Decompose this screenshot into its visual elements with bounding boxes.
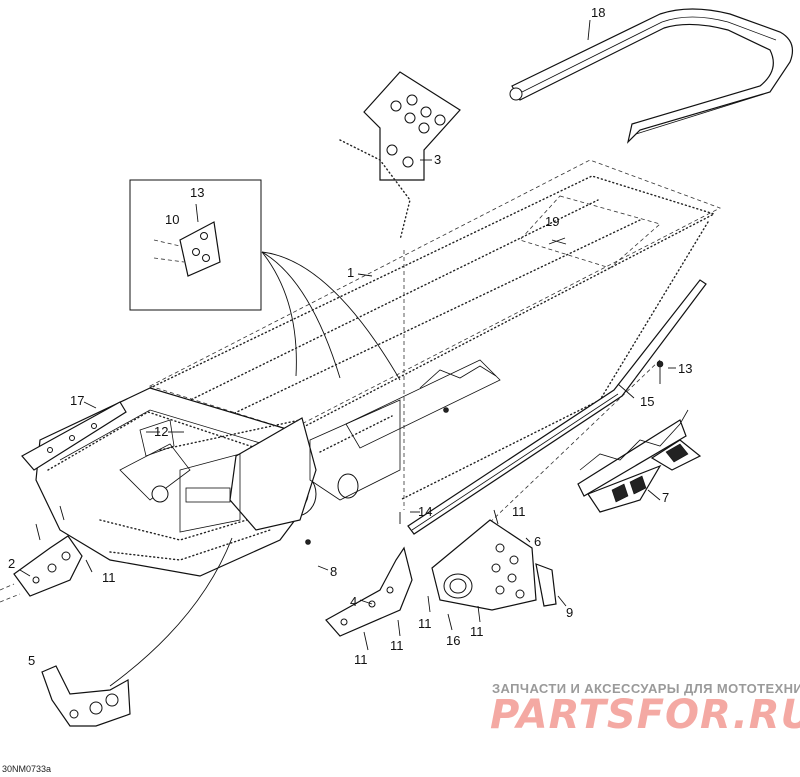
part-18-rear-bumper [509,8,793,144]
part-17-side-rail [21,401,127,471]
part-2-front-bracket [0,535,83,603]
callout-11-d: 11 [470,624,484,639]
callout-11-e: 11 [390,638,404,653]
callout-leaders [83,19,676,571]
callout-11-c: 11 [418,616,432,631]
callout-12: 12 [154,424,168,439]
callout-11-b: 11 [102,570,116,585]
callout-6: 6 [534,534,541,549]
callout-7: 7 [662,490,669,505]
callout-19: 19 [545,214,559,229]
callout-15: 15 [640,394,654,409]
callout-11-a: 11 [512,504,526,519]
callout-17: 17 [70,393,84,408]
front-frame-assembly [35,359,501,577]
callout-3: 3 [434,152,441,167]
callout-8: 8 [330,564,337,579]
callout-5: 5 [28,653,35,668]
part-4-side-bracket [325,546,413,637]
watermark-logo: PARTSFOR.RU [490,692,800,738]
callout-13: 13 [678,361,692,376]
part-7-footrest-grip [577,409,702,513]
inset-detail-box [129,179,401,381]
watermark: ЗАПЧАСТИ И АКСЕССУАРЫ ДЛЯ МОТОТЕХНИКИ PA… [490,681,800,738]
callout-18: 18 [591,5,605,20]
callout-11-f: 11 [354,652,368,667]
callout-10: 10 [165,212,179,227]
fasteners [35,239,664,651]
callout-labels: 18 3 13 10 19 1 13 15 17 12 7 14 11 6 2 … [8,5,692,668]
callout-4: 4 [350,594,357,609]
callout-9: 9 [566,605,573,620]
callout-1: 1 [347,265,354,280]
watermark-tagline: ЗАПЧАСТИ И АКСЕССУАРЫ ДЛЯ МОТОТЕХНИКИ [492,681,800,696]
part-15-running-rail [407,279,707,535]
callout-2: 2 [8,556,15,571]
callout-14: 14 [418,504,432,519]
callout-16: 16 [446,633,460,648]
part-3-bracket [339,71,461,241]
part-5-lower-bracket [41,537,233,727]
part-6-support-plate [431,519,567,611]
drawing-reference-code: 30NM0733a [2,764,51,774]
callout-13-inset: 13 [190,185,204,200]
part-12-bracket [139,419,175,457]
